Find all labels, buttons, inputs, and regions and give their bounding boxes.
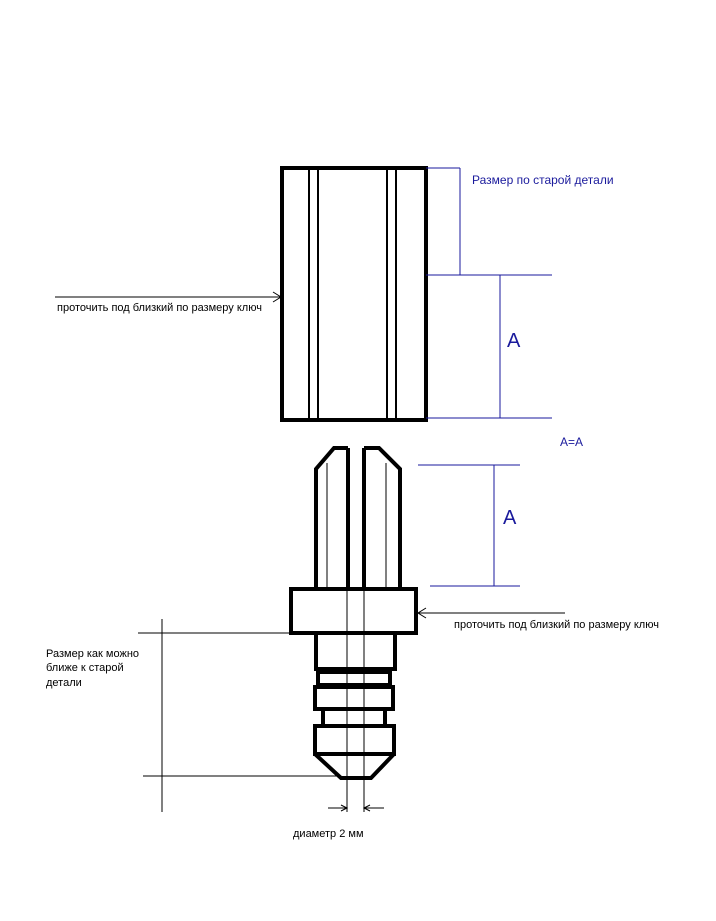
dimension-a-bottom bbox=[418, 464, 520, 587]
diameter-label: диаметр 2 мм bbox=[293, 828, 364, 840]
diameter-dimension bbox=[328, 804, 384, 812]
left-finger-outline bbox=[314, 446, 348, 589]
bottom-fitting bbox=[289, 446, 418, 812]
sleeve-outline bbox=[280, 166, 428, 422]
ring-1 bbox=[316, 670, 392, 687]
a-equals-a-label: A=A bbox=[560, 435, 583, 449]
wrench-arrow-top bbox=[55, 291, 282, 303]
wrench-note-bottom: проточить под близкий по размеру ключ bbox=[454, 619, 659, 631]
right-finger-outline bbox=[364, 446, 402, 589]
old-part-size-label: Размер по старой детали bbox=[472, 173, 614, 187]
wrench-arrow-bottom bbox=[417, 607, 565, 619]
shank bbox=[314, 631, 397, 671]
dimension-a-top-label: A bbox=[507, 330, 521, 352]
hex-collar bbox=[289, 587, 418, 635]
dimension-a-bottom-label: A bbox=[503, 507, 517, 529]
overall-size-dimension bbox=[138, 619, 341, 812]
size-note-line1: Размер как можно bbox=[46, 648, 139, 660]
size-note-line3: детали bbox=[46, 677, 82, 689]
dimension-a-top bbox=[426, 275, 552, 419]
ring-4 bbox=[313, 724, 396, 756]
old-part-size-dimension bbox=[426, 167, 552, 276]
arrow-head bbox=[362, 804, 371, 812]
arrow-head bbox=[340, 804, 349, 812]
wrench-note-top: проточить под близкий по размеру ключ bbox=[57, 302, 262, 314]
size-note-line2: ближе к старой bbox=[46, 662, 124, 674]
ring-3 bbox=[321, 707, 387, 728]
arrow-head bbox=[272, 291, 282, 303]
tip-cone bbox=[313, 752, 396, 780]
arrow-head bbox=[417, 607, 427, 619]
ring-2 bbox=[313, 685, 395, 711]
top-sleeve bbox=[280, 166, 428, 422]
